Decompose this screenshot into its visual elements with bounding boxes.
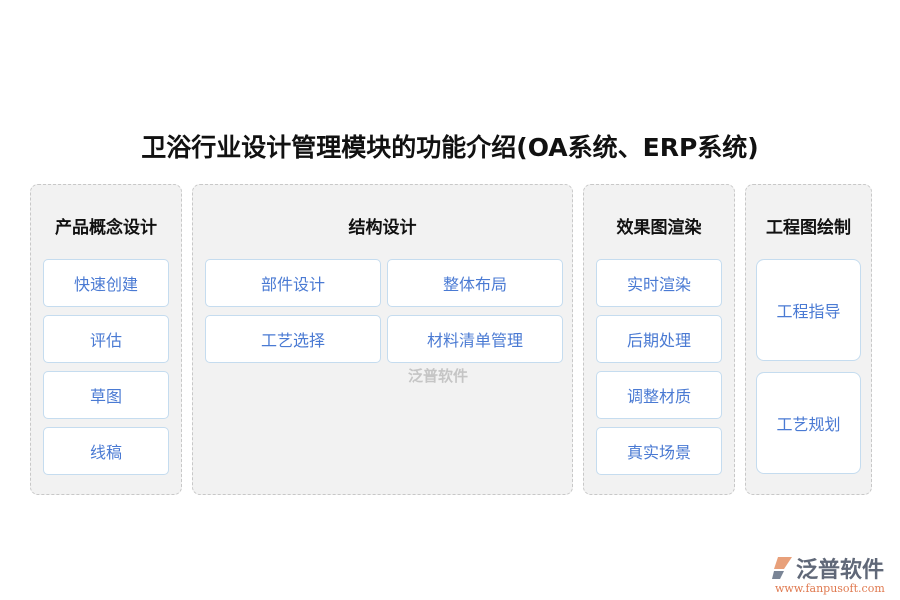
panel-title: 工程图绘制 [766, 218, 851, 238]
item-post-processing: 后期处理 [596, 315, 722, 363]
item-engineering-guidance: 工程指导 [756, 259, 861, 361]
panel-title: 效果图渲染 [616, 218, 702, 238]
logo-name: 泛普软件 [796, 558, 885, 583]
item-real-scene: 真实场景 [596, 427, 722, 475]
item-sketch: 草图 [43, 371, 169, 419]
panel-title: 结构设计 [348, 218, 417, 238]
item-adjust-material: 调整材质 [596, 371, 722, 419]
item-process-planning: 工艺规划 [756, 372, 861, 474]
panel-title: 产品概念设计 [55, 218, 157, 238]
page-title: 卫浴行业设计管理模块的功能介绍(OA系统、ERP系统) [141, 133, 759, 162]
logo-icon [772, 557, 792, 579]
item-process-selection: 工艺选择 [205, 315, 381, 363]
panel-product-concept: 产品概念设计 快速创建 评估 草图 线稿 [30, 184, 182, 495]
item-lineart: 线稿 [43, 427, 169, 475]
item-realtime-render: 实时渲染 [596, 259, 722, 307]
brand-logo: 泛普软件 www.fanpusoft.com [770, 552, 885, 595]
panel-engineering-drawing: 工程图绘制 工程指导 工艺规划 [745, 184, 872, 495]
item-part-design: 部件设计 [205, 259, 381, 307]
panel-rendering: 效果图渲染 实时渲染 后期处理 调整材质 真实场景 [583, 184, 735, 495]
item-evaluate: 评估 [43, 315, 169, 363]
panel-structure-design: 结构设计 部件设计 整体布局 工艺选择 材料清单管理 [192, 184, 573, 495]
item-bom-management: 材料清单管理 [387, 315, 563, 363]
watermark: 泛普软件 [408, 367, 469, 385]
item-quick-create: 快速创建 [43, 259, 169, 307]
item-overall-layout: 整体布局 [387, 259, 563, 307]
logo-url: www.fanpusoft.com [775, 582, 885, 595]
